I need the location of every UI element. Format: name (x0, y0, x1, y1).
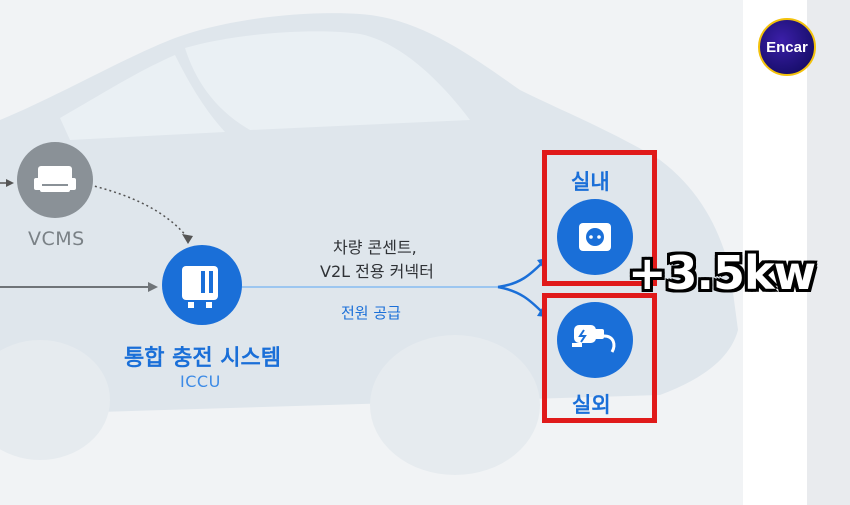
car-window (185, 31, 470, 130)
left-arrowhead-vcms (6, 179, 14, 187)
branch-to-indoor (497, 261, 544, 289)
seat-icon (34, 166, 76, 192)
icu-title: 통합 충전 시스템 (124, 346, 281, 371)
charging-plug-icon (572, 325, 616, 353)
indoor-label: 실내 (571, 170, 610, 194)
connector-label-line2: V2L 전용 커넥터 (320, 262, 434, 281)
far-right-strip (807, 0, 850, 505)
icu-subtitle: ICCU (180, 372, 221, 391)
power-supply-label: 전원 공급 (341, 304, 401, 322)
branch-to-outdoor (497, 285, 544, 314)
outdoor-label: 실외 (572, 393, 611, 417)
logo-text: Encar (766, 38, 808, 56)
car-wheel (370, 335, 540, 475)
charger-module-icon (182, 266, 218, 308)
indoor-highlight-box (542, 150, 657, 286)
input-arrowhead-icu (148, 282, 158, 292)
vcms-label: VCMS (28, 228, 85, 250)
right-panel (743, 0, 807, 505)
power-overlay-text: +3.5kw (628, 246, 816, 300)
car-wheel-rear (0, 340, 110, 460)
connector-label-line1: 차량 콘센트, (333, 238, 417, 257)
vcms-to-icu-connector (89, 184, 189, 239)
outdoor-highlight-box (542, 293, 657, 423)
encar-logo: Encar (758, 18, 816, 76)
car-window-rear (60, 55, 225, 140)
power-outlet-icon (579, 223, 611, 251)
vcms-arrowhead (182, 234, 193, 244)
